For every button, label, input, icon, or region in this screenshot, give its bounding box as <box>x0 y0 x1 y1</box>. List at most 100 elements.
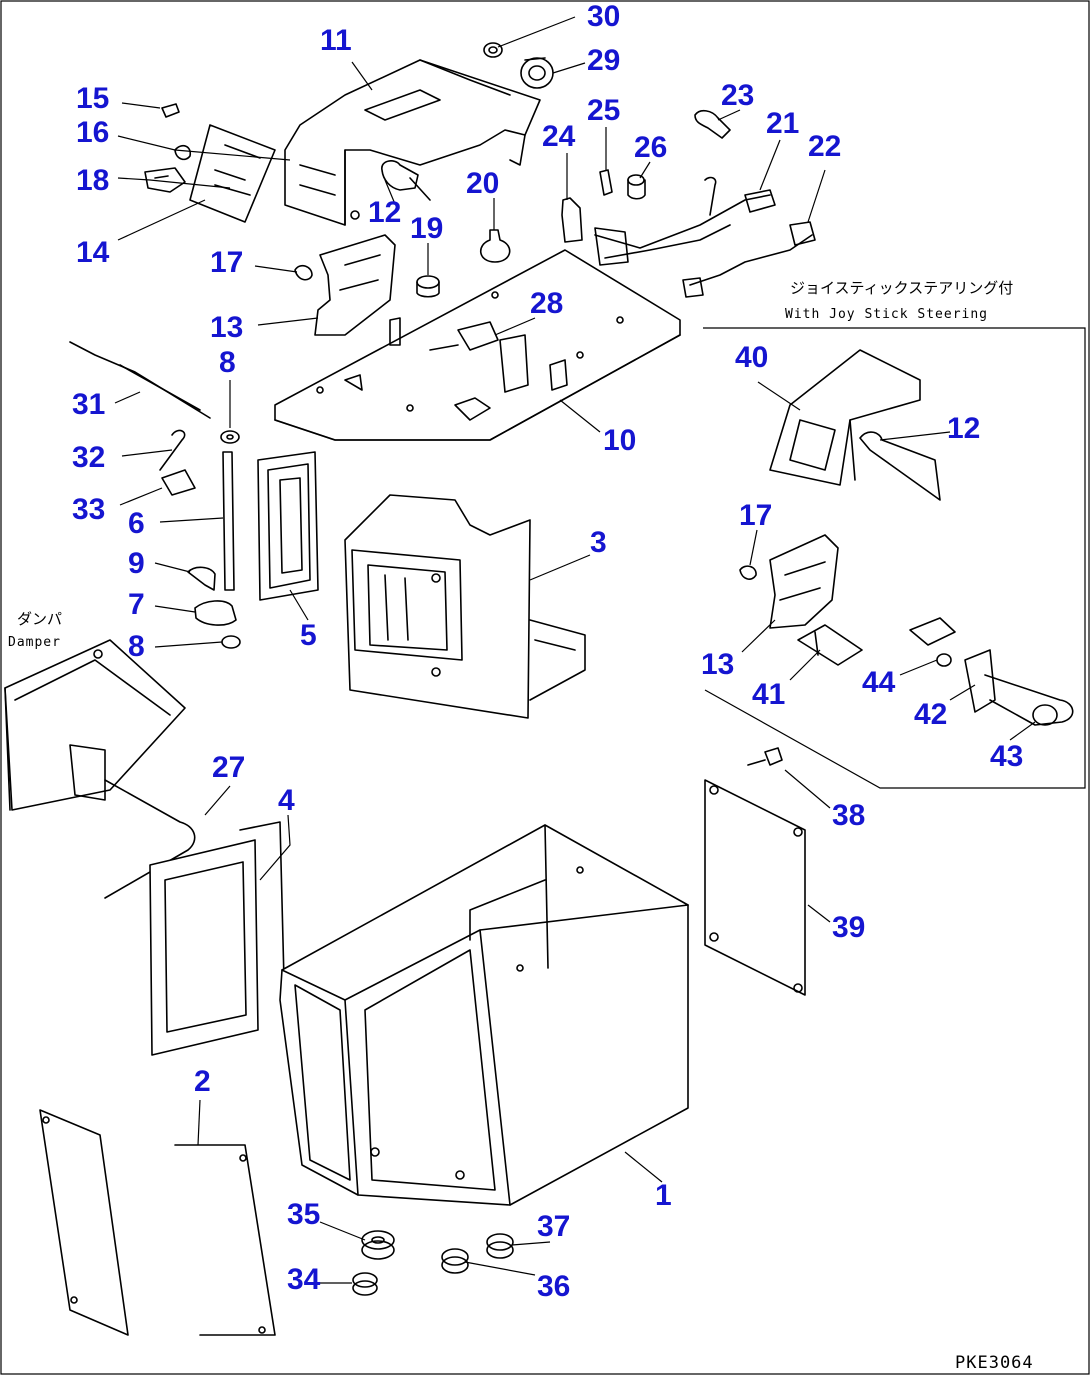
callout-23: 23 <box>721 79 754 112</box>
callout-5: 5 <box>300 619 317 652</box>
part-21-harness <box>594 176 776 266</box>
part-2-side-panel <box>39 1109 276 1336</box>
joystick-label-en: With Joy Stick Steering <box>785 307 988 322</box>
part-12-knob <box>381 160 431 201</box>
part-25-pin <box>599 169 613 196</box>
callout-43: 43 <box>990 740 1023 773</box>
part-15-clip <box>161 103 180 118</box>
callout-41: 41 <box>752 678 785 711</box>
part-41-plate <box>797 624 863 666</box>
callout-15: 15 <box>76 82 109 115</box>
callout-3: 3 <box>590 526 607 559</box>
callout-39: 39 <box>832 911 865 944</box>
part-42-bracket <box>909 617 996 713</box>
callout-32: 32 <box>72 441 105 474</box>
part-13-bracket-option <box>769 534 839 629</box>
part-39-cover-plate <box>704 779 806 996</box>
joystick-label-jp: ジョイスティックステアリング付 <box>790 279 1013 297</box>
callout-36: 36 <box>537 1270 570 1303</box>
part-36-grommet <box>441 1248 469 1274</box>
part-20-boot <box>480 229 511 263</box>
part-23-clamp <box>694 109 731 139</box>
callout-10: 10 <box>603 424 636 457</box>
callout-8-upper: 8 <box>219 346 236 379</box>
callout-9: 9 <box>128 547 145 580</box>
callout-8-lower: 8 <box>128 630 145 663</box>
part-17-clip-option <box>739 565 757 580</box>
part-30-ring <box>483 42 503 58</box>
part-8-nut-lower <box>221 635 241 649</box>
callout-18: 18 <box>76 164 109 197</box>
part-44-bushing <box>936 653 952 667</box>
part-14-panel <box>189 124 276 223</box>
part-4-gasket <box>149 821 286 1056</box>
joystick-option-box <box>703 327 1086 789</box>
callout-26: 26 <box>634 131 667 164</box>
part-40-bracket <box>769 349 921 486</box>
part-34-grommet <box>352 1272 378 1296</box>
callout-6: 6 <box>128 507 145 540</box>
callout-24: 24 <box>542 120 576 153</box>
part-16-clip <box>174 144 192 161</box>
part-13-bracket <box>314 234 396 336</box>
callout-42: 42 <box>914 698 947 731</box>
part-5-filter <box>257 451 319 601</box>
callout-33: 33 <box>72 493 105 526</box>
callout-17-option: 17 <box>739 499 772 532</box>
callout-12-option: 12 <box>947 412 980 445</box>
callout-22: 22 <box>808 130 841 163</box>
callout-40: 40 <box>735 341 768 374</box>
callout-38: 38 <box>832 799 865 832</box>
part-29-grommet <box>520 57 554 89</box>
damper-label-en: Damper <box>8 635 61 650</box>
callout-12: 12 <box>368 196 401 229</box>
callout-17: 17 <box>210 246 243 279</box>
part-17-clip <box>294 264 313 281</box>
part-37-grommet <box>486 1233 514 1259</box>
part-38-bolt <box>747 747 783 766</box>
part-19-bushing <box>416 275 440 298</box>
part-18-switch <box>144 167 186 193</box>
part-10-base-plate <box>274 249 681 441</box>
part-3-duct <box>344 494 586 719</box>
callout-4: 4 <box>278 784 295 817</box>
callout-31: 31 <box>72 388 105 421</box>
callout-11: 11 <box>320 24 352 57</box>
callout-7: 7 <box>128 588 145 621</box>
callout-13: 13 <box>210 311 243 344</box>
callout-2: 2 <box>194 1065 211 1098</box>
text-labels: ジョイスティックステアリング付 With Joy Stick Steering … <box>8 279 1034 1373</box>
part-43-lever <box>984 674 1074 726</box>
callout-16: 16 <box>76 116 109 149</box>
callout-25: 25 <box>587 94 620 127</box>
part-35-grommet <box>361 1230 395 1260</box>
part-9-clamp <box>187 566 216 591</box>
drawing-code: PKE3064 <box>955 1353 1034 1373</box>
part-28-switch-bracket <box>429 321 529 393</box>
part-6-rod <box>222 451 235 591</box>
callout-19: 19 <box>410 212 443 245</box>
callout-numbers: 11 30 2 9 15 16 18 1 4 12 19 20 24 25 26 2… <box>72 0 1023 1303</box>
callout-44: 44 <box>862 666 896 699</box>
callout-27: 27 <box>212 751 245 784</box>
part-27-rod <box>104 779 196 899</box>
callout-21: 21 <box>766 107 799 140</box>
callout-1: 1 <box>655 1179 672 1212</box>
leader-lines <box>114 16 1036 1284</box>
part-11-console-cover <box>284 59 541 226</box>
part-12-knob-option <box>859 431 941 501</box>
callout-20: 20 <box>466 167 499 200</box>
callout-13-option: 13 <box>701 648 734 681</box>
damper-label-jp: ダンパ <box>17 610 62 628</box>
part-8-nut-upper <box>220 430 240 444</box>
callout-35: 35 <box>287 1198 320 1231</box>
part-24-connector <box>561 197 583 243</box>
part-22-harness <box>682 221 816 298</box>
part-26-cap <box>627 174 646 200</box>
callout-30: 30 <box>587 0 620 33</box>
callout-37: 37 <box>537 1210 570 1243</box>
callout-28: 28 <box>530 287 563 320</box>
